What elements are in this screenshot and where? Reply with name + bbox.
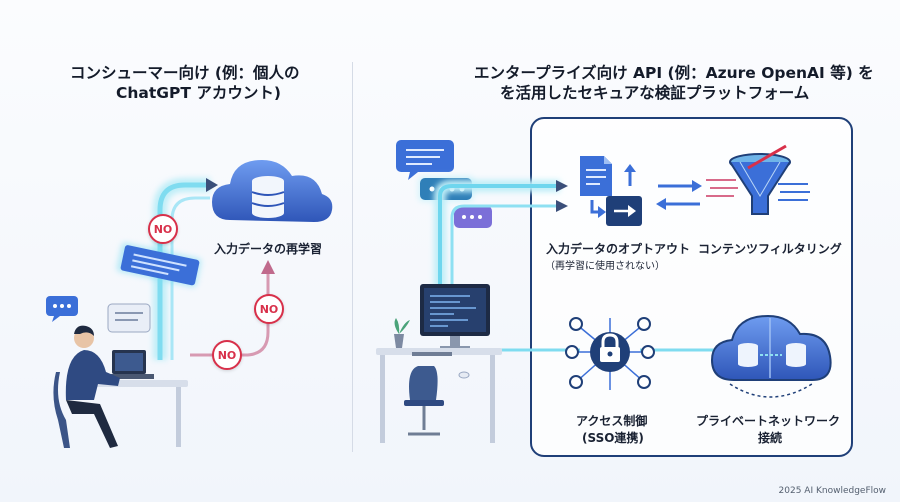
network-label-1: プライベートネットワーク (696, 414, 841, 428)
left-return-path (190, 270, 270, 357)
exchange-arrows (658, 184, 700, 206)
network-label-2: 接続 (758, 431, 783, 445)
lock-icon (590, 332, 630, 372)
optout-sublabel: （再学習に使用されない） (545, 261, 665, 272)
filter-label: コンテンツフィルタリング (698, 242, 842, 256)
right-title-line1: エンタープライズ向け API (例：Azure OpenAI 等) を (474, 64, 874, 82)
chat-bubble-icon (116, 242, 202, 288)
secure-platform-panel (530, 117, 853, 457)
consumer-desk (86, 350, 188, 447)
right-title-line2: を活用したセキュアな検証プラットフォーム (500, 84, 810, 102)
chat-dots-icon (46, 296, 78, 322)
cloud-database-icon (212, 160, 333, 222)
left-title-line2: ChatGPT アカウント) (116, 84, 281, 102)
section-divider (352, 62, 353, 452)
chat-lines-icon (107, 303, 151, 333)
left-title-line1: コンシューマー向け (例：個人の (70, 64, 300, 82)
chat-small-icon (454, 206, 492, 228)
chat-bubble-icon (396, 140, 454, 180)
retrain-label: 入力データの再学習 (214, 242, 323, 256)
no-badge-upper: NO (148, 214, 178, 244)
access-label-1: アクセス制御 (576, 414, 648, 428)
optout-label: 入力データのオプトアウト (546, 242, 691, 256)
document-transfer-icon (580, 156, 642, 226)
footer-credit: 2025 AI KnowledgeFlow (778, 486, 886, 496)
filter-funnel-icon (706, 144, 810, 215)
no-badge-lower: NO (212, 340, 242, 370)
cloud-server-icon (710, 314, 832, 398)
access-label-2: (SSO連携) (582, 431, 644, 445)
no-badge-middle: NO (254, 294, 284, 324)
enterprise-desk (376, 318, 502, 443)
person-icon (53, 325, 120, 448)
network-nodes (565, 317, 655, 389)
monitor-icon (420, 284, 490, 349)
